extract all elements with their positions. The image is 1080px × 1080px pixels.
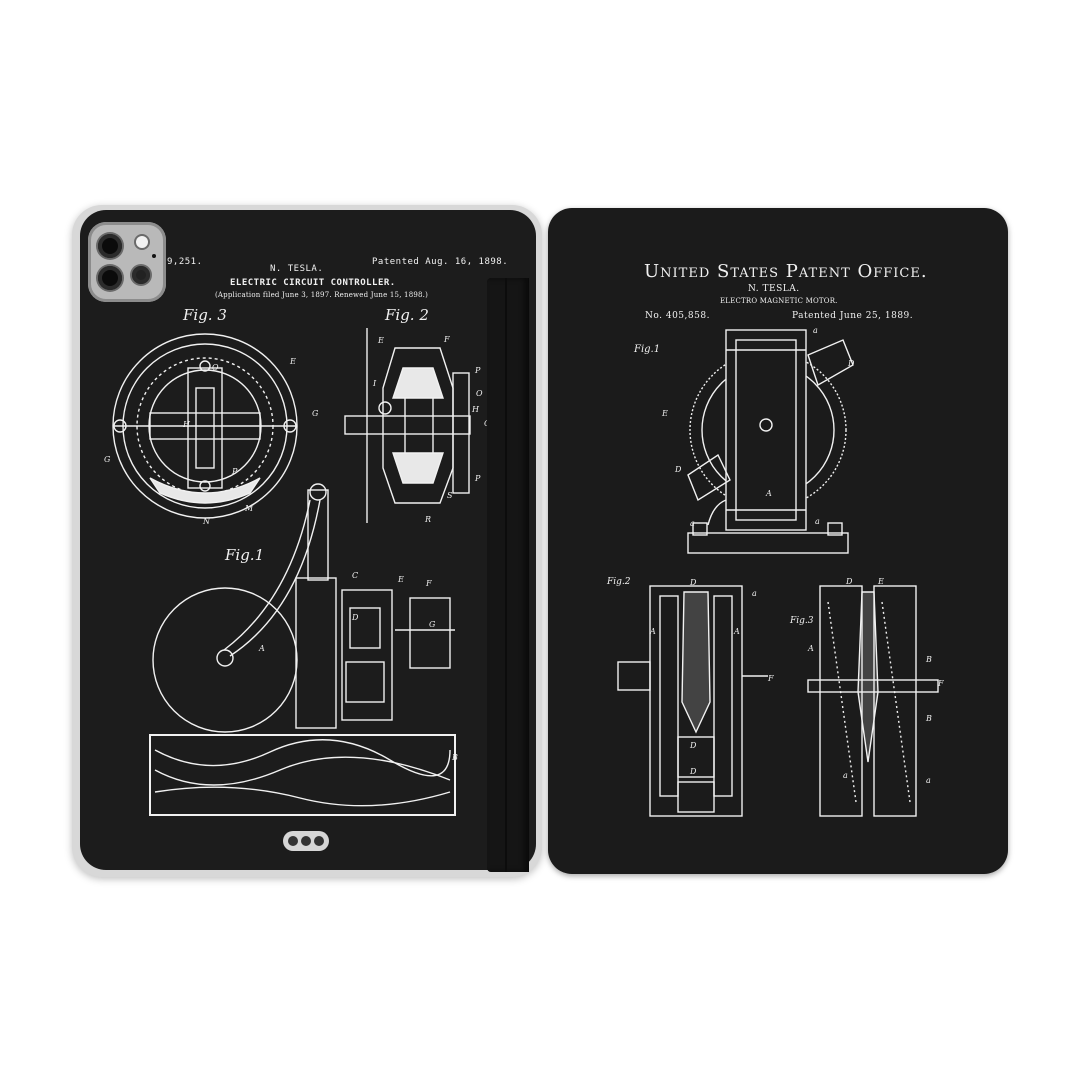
- label: a: [813, 326, 818, 335]
- label: E: [290, 357, 296, 366]
- patent-number-fragment: 9,251.: [167, 257, 203, 267]
- left-inventor: N. TESLA.: [270, 264, 324, 274]
- left-application-note: (Application filed June 3, 1897. Renewed…: [215, 291, 429, 299]
- camera-lens-icon: [98, 234, 122, 258]
- label: A: [766, 489, 772, 498]
- fig2-drawing: [344, 328, 471, 523]
- label: D: [352, 613, 359, 622]
- motor-fig2-drawing: [617, 585, 768, 817]
- label: A: [808, 644, 814, 653]
- label: I: [373, 379, 377, 388]
- label: G: [104, 455, 111, 464]
- label: D: [690, 578, 697, 587]
- fig1-drawing: [149, 483, 456, 816]
- label: P: [475, 366, 481, 375]
- label: a: [815, 517, 820, 526]
- label: S: [447, 491, 453, 500]
- front-cover-print: [548, 208, 1008, 874]
- label: D: [675, 465, 682, 474]
- label: F: [426, 579, 432, 588]
- label: E: [878, 577, 884, 586]
- label: D: [690, 741, 697, 750]
- fig2-label: Fig. 2: [385, 306, 429, 324]
- camera-module: [88, 222, 166, 302]
- hinge-fold-line: [526, 278, 528, 872]
- label: E: [398, 575, 404, 584]
- label: A: [650, 627, 656, 636]
- label: D: [690, 767, 697, 776]
- label: a: [926, 776, 931, 785]
- label: a: [752, 589, 757, 598]
- left-title: ELECTRIC CIRCUIT CONTROLLER.: [230, 278, 396, 288]
- label: R: [425, 515, 432, 524]
- right-patent-date: Patented June 25, 1889.: [792, 311, 914, 321]
- motor-fig3-drawing: [807, 585, 939, 817]
- camera-lens-icon: [98, 266, 122, 290]
- right-fig3-label: Fig.3: [790, 616, 814, 626]
- flash-icon: [136, 236, 148, 248]
- label: B: [452, 753, 458, 762]
- label: D: [846, 577, 853, 586]
- label: M: [245, 504, 254, 513]
- right-inventor: N. TESLA.: [748, 284, 800, 294]
- right-patent-number: No. 405,858.: [645, 311, 710, 321]
- lidar-sensor-icon: [132, 266, 150, 284]
- label: F: [444, 335, 450, 344]
- label: P: [475, 474, 481, 483]
- right-title: ELECTRO MAGNETIC MOTOR.: [720, 297, 838, 305]
- label: B: [926, 655, 932, 664]
- right-fig1-label: Fig.1: [634, 344, 661, 355]
- smart-connector-icon: [283, 831, 329, 851]
- label: H: [183, 420, 190, 429]
- motor-fig1-drawing: [687, 329, 854, 554]
- label: G: [312, 409, 319, 418]
- label: B: [926, 714, 932, 723]
- fig3-drawing: [112, 333, 298, 519]
- label: G: [429, 620, 436, 629]
- label: C: [352, 571, 359, 580]
- hinge-fold-line: [505, 278, 507, 872]
- label: E: [378, 336, 384, 345]
- label: D: [848, 359, 855, 368]
- label: F: [938, 679, 944, 688]
- label: N: [203, 517, 210, 526]
- fig3-label: Fig. 3: [183, 306, 227, 324]
- label: P: [232, 467, 238, 476]
- label: A: [259, 644, 265, 653]
- label: H: [472, 405, 479, 414]
- label: a: [843, 771, 848, 780]
- label: a: [690, 519, 695, 528]
- label: F: [768, 674, 774, 683]
- cover-hinge: [487, 278, 529, 872]
- label: E: [662, 409, 668, 418]
- label: O: [212, 363, 219, 372]
- label: A: [734, 627, 740, 636]
- left-patent-date: Patented Aug. 16, 1898.: [372, 257, 509, 267]
- label: O: [476, 389, 483, 398]
- microphone-icon: [152, 254, 156, 258]
- right-fig2-label: Fig.2: [607, 577, 631, 587]
- fig1-label: Fig.1: [225, 546, 265, 564]
- right-office-title: United States Patent Office.: [644, 261, 928, 282]
